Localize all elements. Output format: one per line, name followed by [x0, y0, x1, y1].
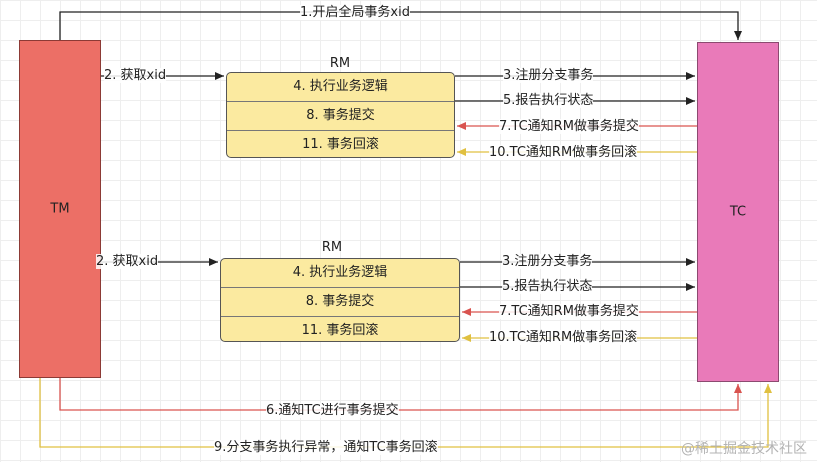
- rm2-step-commit: 8. 事务提交: [221, 288, 459, 317]
- label-register-1: 3.注册分支事务: [503, 68, 594, 83]
- label-get-xid-2: 2. 获取xid: [96, 254, 159, 269]
- label-tc-commit-2: 7.TC通知RM做事务提交: [499, 304, 639, 319]
- tm-box: TM: [19, 40, 101, 378]
- rm1-step-commit: 8. 事务提交: [227, 102, 454, 131]
- arrow-branch-exception: [39, 378, 772, 448]
- rm-block-1: 4. 执行业务逻辑 8. 事务提交 11. 事务回滚: [226, 72, 455, 158]
- label-report-1: 5.报告执行状态: [503, 93, 594, 108]
- rm-block-2: 4. 执行业务逻辑 8. 事务提交 11. 事务回滚: [220, 258, 460, 342]
- label-register-2: 3.注册分支事务: [502, 254, 593, 269]
- label-begin-global: 1.开启全局事务xid: [300, 5, 410, 20]
- label-tc-rollback-1: 10.TC通知RM做事务回滚: [489, 145, 638, 160]
- label-report-2: 5.报告执行状态: [502, 279, 593, 294]
- label-branch-exception: 9.分支事务执行异常，通知TC事务回滚: [214, 440, 438, 455]
- rm2-step-rollback: 11. 事务回滚: [301, 323, 379, 338]
- arrow-notify-commit: [59, 378, 742, 411]
- watermark: @稀土掘金技术社区: [681, 441, 807, 457]
- tc-label: TC: [729, 204, 747, 220]
- rm-title-1: RM: [329, 56, 351, 71]
- label-tc-rollback-2: 10.TC通知RM做事务回滚: [489, 330, 638, 345]
- label-notify-commit: 6.通知TC进行事务提交: [266, 403, 399, 418]
- label-tc-commit-1: 7.TC通知RM做事务提交: [499, 119, 639, 134]
- label-get-xid-1: 2. 获取xid: [104, 68, 167, 83]
- tc-box: TC: [697, 42, 779, 382]
- rm2-step-execute: 4. 执行业务逻辑: [221, 259, 459, 288]
- rm1-step-rollback: 11. 事务回滚: [302, 137, 379, 152]
- rm1-step-execute: 4. 执行业务逻辑: [227, 73, 454, 102]
- rm-title-2: RM: [321, 240, 343, 255]
- tm-label: TM: [50, 201, 70, 217]
